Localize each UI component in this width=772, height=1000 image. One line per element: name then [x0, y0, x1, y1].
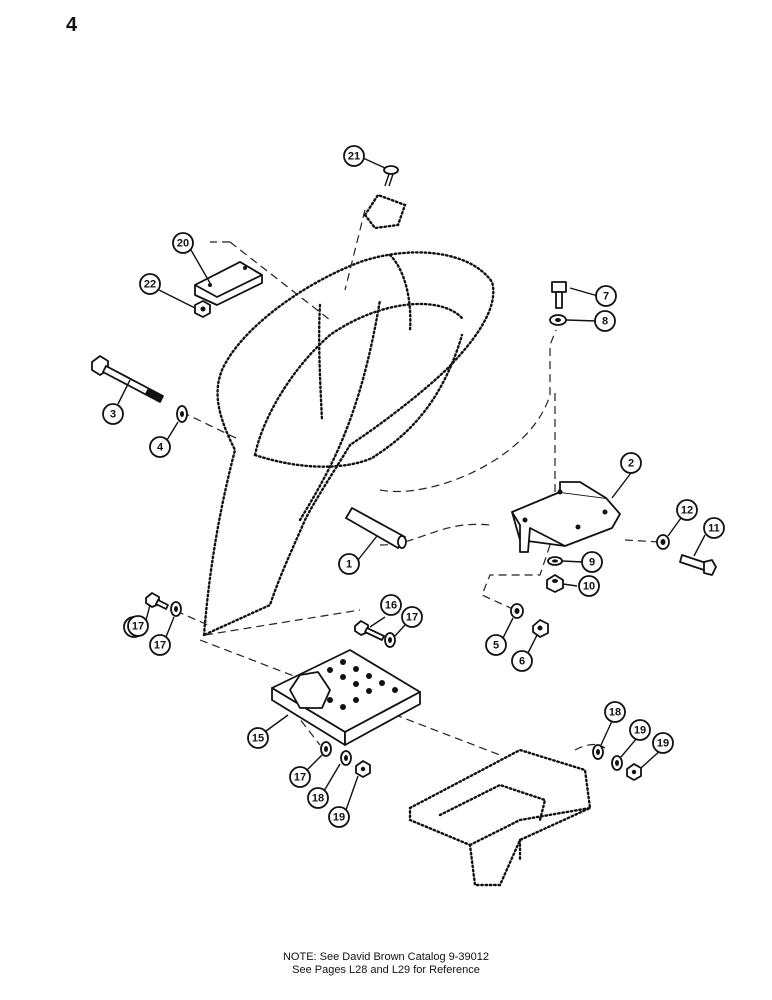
callout-label: 4	[157, 442, 164, 454]
callout-label: 1	[346, 559, 352, 571]
note: NOTE: See David Brown Catalog 9-39012 Se…	[0, 951, 772, 977]
callout-7: 7	[595, 285, 617, 307]
part-11-bolt	[679, 554, 717, 576]
part-12-washer	[656, 534, 670, 550]
callout-label: 18	[312, 793, 324, 805]
callout-label: 17	[406, 612, 418, 624]
callout-15: 15	[247, 727, 269, 749]
part-17-washer-center	[384, 632, 396, 648]
part-8-washer	[549, 314, 567, 326]
mounting-bracket	[408, 748, 592, 887]
callout-4: 4	[149, 436, 171, 458]
callout-label: 19	[657, 738, 669, 750]
callout-11: 11	[703, 517, 725, 539]
part-21-screw	[383, 165, 399, 187]
part-18-washer-right	[611, 755, 623, 771]
part-19-nut-right	[626, 763, 642, 781]
callout-17: 17	[127, 615, 149, 637]
callout-label: 20	[177, 238, 189, 250]
callout-label: 12	[681, 505, 693, 517]
callout-5: 5	[485, 634, 507, 656]
callout-bubbles: 1234567891011121516161717171718181919192…	[102, 145, 725, 828]
part-3-bolt	[91, 355, 164, 403]
fender-outline	[202, 251, 495, 637]
note-line-1: NOTE: See David Brown Catalog 9-39012	[282, 951, 490, 963]
callout-22: 22	[139, 273, 161, 295]
callout-label: 17	[154, 640, 166, 652]
part-18-washer-lower	[340, 750, 352, 766]
callout-label: 7	[603, 291, 609, 303]
callout-label: 17	[294, 772, 306, 784]
callout-2: 2	[620, 452, 642, 474]
callout-6: 6	[511, 650, 533, 672]
callout-19: 19	[652, 732, 674, 754]
callout-17: 17	[149, 634, 171, 656]
part-5-washer	[510, 603, 524, 619]
callout-17: 17	[401, 606, 423, 628]
callout-label: 18	[609, 707, 621, 719]
part-22-nut	[194, 300, 211, 318]
callout-label: 10	[583, 581, 595, 593]
page-number: 4	[66, 14, 78, 36]
callout-label: 5	[493, 640, 499, 652]
callout-label: 19	[333, 812, 345, 824]
part-15-seat-plate	[271, 649, 421, 746]
callout-21: 21	[343, 145, 365, 167]
part-7-bolt	[551, 281, 567, 309]
callout-18: 18	[604, 701, 626, 723]
part-17-washer-lower	[320, 741, 332, 757]
assembly-lines	[175, 209, 661, 756]
callout-9: 9	[581, 551, 603, 573]
part-10-nut	[546, 574, 564, 593]
callout-label: 17	[132, 621, 144, 633]
callout-10: 10	[578, 575, 600, 597]
part-16-bolt-center	[354, 620, 385, 641]
note-line-2: See Pages L28 and L29 for Reference	[292, 964, 480, 976]
callout-label: 19	[634, 725, 646, 737]
callout-19: 19	[629, 719, 651, 741]
callout-label: 8	[602, 316, 608, 328]
callout-12: 12	[676, 499, 698, 521]
callout-16: 16	[380, 594, 402, 616]
callout-label: 6	[519, 656, 525, 668]
callout-18: 18	[307, 787, 329, 809]
callout-1: 1	[338, 553, 360, 575]
part-1-pin	[345, 507, 407, 549]
callout-19: 19	[328, 806, 350, 828]
callout-label: 2	[628, 458, 634, 470]
callout-17: 17	[289, 766, 311, 788]
part-6-nut	[532, 619, 549, 638]
part-20-plate	[194, 261, 263, 306]
callout-label: 15	[252, 733, 264, 745]
part-17-washer-right	[592, 744, 604, 760]
callout-20: 20	[172, 232, 194, 254]
callout-label: 21	[348, 151, 360, 163]
callout-label: 22	[144, 279, 156, 291]
part-4-washer	[176, 405, 188, 423]
callout-label: 3	[110, 409, 116, 421]
callout-label: 11	[708, 523, 720, 535]
part-19-nut-lower	[355, 760, 371, 778]
part-2-bracket	[511, 481, 621, 553]
callout-label: 16	[385, 600, 397, 612]
part-17-washer-left	[170, 601, 182, 617]
part-9-washer	[547, 556, 563, 566]
callout-8: 8	[594, 310, 616, 332]
top-bracket	[363, 193, 407, 230]
part-16-bolt-left	[145, 592, 169, 610]
callout-label: 9	[589, 557, 595, 569]
callout-3: 3	[102, 403, 124, 425]
